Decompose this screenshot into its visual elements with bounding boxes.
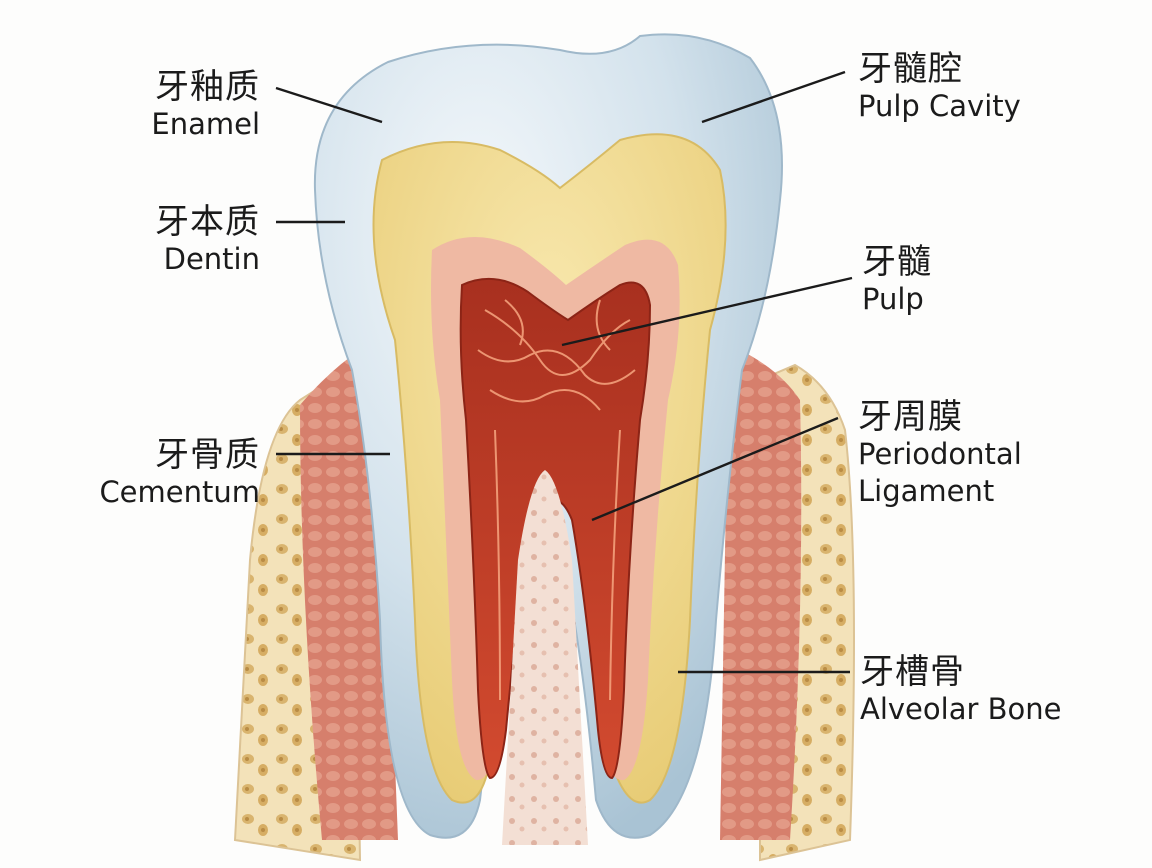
leader-periodontal	[591, 416, 839, 522]
leader-lines	[275, 70, 853, 674]
label-pulp-en: Pulp	[862, 282, 924, 316]
label-cementum: 牙骨质 Cementum	[80, 438, 260, 507]
label-dentin: 牙本质 Dentin	[120, 205, 260, 274]
inter-radicular-bone	[502, 470, 588, 845]
label-pulp-cavity-zh: 牙髓腔	[858, 49, 963, 89]
label-pulp-cavity-en: Pulp Cavity	[858, 89, 1021, 123]
label-periodontal-en2: Ligament	[858, 474, 995, 508]
leader-enamel	[275, 86, 383, 124]
label-enamel-zh: 牙釉质	[155, 67, 260, 107]
label-alveolar-bone: 牙槽骨 Alveolar Bone	[860, 655, 1061, 724]
leader-pulp	[561, 276, 853, 347]
periodontal-tissue-right	[720, 350, 802, 840]
label-pulp: 牙髓 Pulp	[862, 245, 932, 314]
label-cementum-zh: 牙骨质	[155, 435, 260, 475]
label-dentin-en: Dentin	[163, 242, 260, 276]
label-pulp-zh: 牙髓	[862, 242, 932, 282]
pulp-nerves	[477, 299, 636, 701]
label-periodontal-ligament: 牙周膜 Periodontal Ligament	[858, 400, 1022, 506]
label-periodontal-zh: 牙周膜	[858, 397, 963, 437]
label-alveolar-zh: 牙槽骨	[860, 652, 965, 692]
leader-pulp-cavity	[701, 70, 846, 124]
label-alveolar-en: Alveolar Bone	[860, 692, 1062, 726]
label-enamel: 牙釉质 Enamel	[120, 70, 260, 139]
label-enamel-en: Enamel	[151, 107, 260, 141]
label-pulp-cavity: 牙髓腔 Pulp Cavity	[858, 52, 1021, 121]
pulp-cavity	[459, 277, 652, 780]
label-cementum-en: Cementum	[99, 475, 260, 509]
label-periodontal-en1: Periodontal	[858, 437, 1022, 471]
label-dentin-zh: 牙本质	[155, 202, 260, 242]
